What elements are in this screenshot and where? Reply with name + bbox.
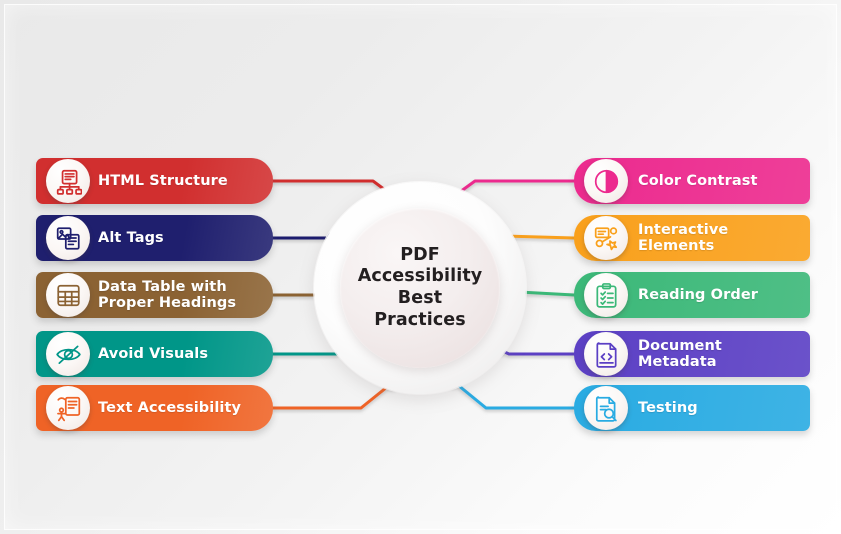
connector-reading-order	[517, 290, 576, 297]
card-interactive-elements[interactable]: Interactive Elements	[574, 215, 810, 261]
document-search-icon	[584, 386, 628, 430]
card-label-line-1: Data Table with	[98, 278, 227, 295]
card-label-line-1: Alt Tags	[98, 229, 164, 246]
code-document-icon	[584, 332, 628, 376]
connector-testing	[451, 379, 576, 410]
card-label-line-2: Proper Headings	[98, 295, 237, 311]
data-table-icon	[46, 273, 90, 317]
card-label: Avoid Visuals	[98, 346, 265, 362]
center-hub-inner: PDF Accessibility Best Practices	[340, 208, 500, 368]
center-title: PDF Accessibility Best Practices	[358, 245, 483, 331]
card-label-line-1: Testing	[638, 399, 698, 416]
center-title-line-2: Accessibility	[357, 266, 483, 287]
document-structure-icon	[46, 159, 90, 203]
connector-document-metadata	[496, 347, 576, 356]
card-label: Alt Tags	[98, 230, 265, 246]
card-text-accessibility[interactable]: Text Accessibility	[36, 385, 273, 431]
center-title-line-3: Best	[397, 288, 443, 308]
card-label: Document Metadata	[638, 338, 802, 370]
connector-text-accessibility	[271, 381, 394, 410]
card-label-line-1: Interactive Elements	[638, 221, 729, 254]
card-label: HTML Structure	[98, 173, 265, 189]
interactive-form-icon	[584, 216, 628, 260]
card-avoid-visuals[interactable]: Avoid Visuals	[36, 331, 273, 377]
eye-slash-icon	[46, 332, 90, 376]
card-label-line-1: Text Accessibility	[98, 399, 242, 416]
card-document-metadata[interactable]: Document Metadata	[574, 331, 810, 377]
card-label: Testing	[638, 400, 802, 416]
image-alt-text-icon	[46, 216, 90, 260]
card-label: Interactive Elements	[638, 222, 802, 254]
card-color-contrast[interactable]: Color Contrast	[574, 158, 810, 204]
center-title-line-4: Practices	[374, 309, 466, 330]
card-html-structure[interactable]: HTML Structure	[36, 158, 273, 204]
center-title-line-1: PDF	[400, 244, 440, 265]
contrast-circle-icon	[584, 159, 628, 203]
card-label-line-1: HTML Structure	[98, 172, 228, 189]
card-label-line-1: Reading Order	[638, 286, 759, 303]
card-testing[interactable]: Testing	[574, 385, 810, 431]
card-reading-order[interactable]: Reading Order	[574, 272, 810, 318]
card-label: Text Accessibility	[98, 400, 265, 416]
accessible-text-icon	[46, 386, 90, 430]
card-label-line-1: Color Contrast	[638, 172, 758, 189]
connector-interactive-elements	[502, 234, 576, 240]
checklist-clipboard-icon	[584, 273, 628, 317]
card-label-line-1: Document Metadata	[638, 337, 722, 370]
center-hub: PDF Accessibility Best Practices	[314, 182, 526, 394]
card-label-line-1: Avoid Visuals	[98, 345, 209, 362]
card-alt-tags[interactable]: Alt Tags	[36, 215, 273, 261]
card-label: Color Contrast	[638, 173, 802, 189]
card-label: Reading Order	[638, 287, 802, 303]
